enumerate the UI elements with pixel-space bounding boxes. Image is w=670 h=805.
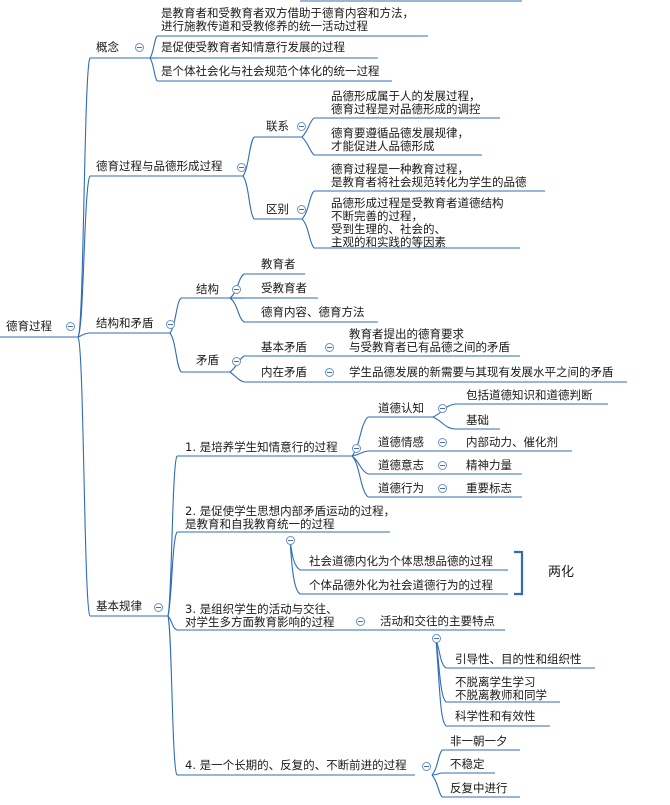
collapse-toggle-link[interactable] <box>297 122 306 131</box>
collapse-toggle-cog[interactable] <box>438 404 447 413</box>
node-concept-3[interactable]: 是个体社会化与社会规范个体化的统一过程 <box>161 64 380 78</box>
node-struct-1[interactable]: 教育者 <box>261 257 296 271</box>
collapse-toggle-diff[interactable] <box>297 205 306 214</box>
node-cog-2[interactable]: 基础 <box>466 413 489 427</box>
node-basic-contra-1[interactable]: 教育者提出的德育要求 与受教育者已有品德之间的矛盾 <box>349 327 510 354</box>
brace-right <box>514 550 524 596</box>
node-diff-1[interactable]: 德育过程是一种教育过程， 是教育者将社会规范转化为学生的品德 <box>331 162 527 189</box>
node-will-1[interactable]: 精神力量 <box>466 458 512 472</box>
node-act[interactable]: 道德行为 <box>378 481 424 495</box>
node-law3[interactable]: 3. 是组织学生的活动与交往、 对学生多方面教育影响的过程 <box>185 602 338 629</box>
collapse-toggle-law3-c[interactable] <box>432 634 441 643</box>
node-law2-1[interactable]: 社会道德内化为个体思想品德的过程 <box>309 554 493 568</box>
collapse-toggle-will[interactable] <box>438 461 447 470</box>
node-struct-2[interactable]: 受教育者 <box>261 281 307 295</box>
node-link-2[interactable]: 德育要遵循品德发展规律， 才能促进人品德形成 <box>331 126 469 153</box>
node-concept-1[interactable]: 是教育者和受教育者双方借助于德育内容和方法， 进行施教传道和受教修养的统一活动过… <box>161 6 414 33</box>
collapse-toggle-relation[interactable] <box>237 163 246 172</box>
collapse-toggle-inner-contra[interactable] <box>325 368 334 377</box>
node-law3-c3[interactable]: 科学性和有效性 <box>455 709 536 723</box>
node-will[interactable]: 道德意志 <box>378 458 424 472</box>
node-relation[interactable]: 德育过程与品德形成过程 <box>96 159 223 173</box>
node-concept-2[interactable]: 是促使受教育者知情意行发展的过程 <box>161 40 345 54</box>
node-law3-c1[interactable]: 引导性、目的性和组织性 <box>455 652 582 666</box>
collapse-toggle-root[interactable] <box>66 322 75 331</box>
node-law4-2[interactable]: 不稳定 <box>450 757 485 771</box>
node-inner-contra[interactable]: 内在矛盾 <box>261 365 307 379</box>
brace-label: 两化 <box>548 565 575 580</box>
collapse-toggle-law1[interactable] <box>352 444 361 453</box>
node-law3-c[interactable]: 活动和交往的主要特点 <box>380 614 495 628</box>
node-law2-2[interactable]: 个体品德外化为社会道德行为的过程 <box>309 578 493 592</box>
node-struct[interactable]: 结构 <box>196 282 219 296</box>
node-laws[interactable]: 基本规律 <box>96 599 142 613</box>
node-emo-1[interactable]: 内部动力、催化剂 <box>466 435 558 449</box>
node-law2[interactable]: 2. 是促使学生思想内部矛盾运动的过程， 是教育和自我教育统一的过程 <box>185 504 396 531</box>
node-diff[interactable]: 区别 <box>266 202 289 216</box>
node-struct-contra[interactable]: 结构和矛盾 <box>96 316 154 330</box>
node-cog[interactable]: 道德认知 <box>378 401 424 415</box>
node-act-1[interactable]: 重要标志 <box>466 481 512 495</box>
collapse-toggle-law4[interactable] <box>422 762 431 771</box>
node-link[interactable]: 联系 <box>266 119 289 133</box>
node-link-1[interactable]: 品德形成属于人的发展过程， 德育过程是对品德形成的调控 <box>331 89 481 116</box>
node-basic-contra[interactable]: 基本矛盾 <box>261 340 307 354</box>
node-cog-1[interactable]: 包括道德知识和道德判断 <box>466 388 593 402</box>
collapse-toggle-struct-contra[interactable] <box>166 320 175 329</box>
root-node[interactable]: 德育过程 <box>6 320 52 333</box>
node-law1[interactable]: 1. 是培养学生知情意行的过程 <box>185 440 338 454</box>
collapse-toggle-emo[interactable] <box>438 438 447 447</box>
node-law3-c2[interactable]: 不脱离学生学习 不脱离教师和同学 <box>455 675 547 702</box>
node-contra[interactable]: 矛盾 <box>196 353 219 367</box>
collapse-toggle-law2[interactable] <box>286 536 295 545</box>
collapse-toggle-act[interactable] <box>438 484 447 493</box>
collapse-toggle-struct[interactable] <box>232 285 241 294</box>
collapse-toggle-law3[interactable] <box>356 617 365 626</box>
collapse-toggle-contra[interactable] <box>232 357 241 366</box>
collapse-toggle-laws[interactable] <box>154 603 163 612</box>
node-concept[interactable]: 概念 <box>96 40 119 54</box>
node-diff-2[interactable]: 品德形成过程是受教育者道德结构 不断完善的过程， 受到生理的、社会的、 主观的和… <box>331 196 504 249</box>
node-emo[interactable]: 道德情感 <box>378 435 424 449</box>
node-law4[interactable]: 4. 是一个长期的、反复的、不断前进的过程 <box>185 758 407 772</box>
node-law4-1[interactable]: 非一朝一夕 <box>450 734 508 748</box>
collapse-toggle-concept[interactable] <box>135 43 144 52</box>
node-struct-3[interactable]: 德育内容、德育方法 <box>261 305 365 319</box>
collapse-toggle-basic-contra[interactable] <box>325 343 334 352</box>
node-law4-3[interactable]: 反复中进行 <box>450 781 508 795</box>
node-inner-contra-1[interactable]: 学生品德发展的新需要与其现有发展水平之间的矛盾 <box>349 365 614 379</box>
root-label: 德育过程 <box>6 319 52 333</box>
